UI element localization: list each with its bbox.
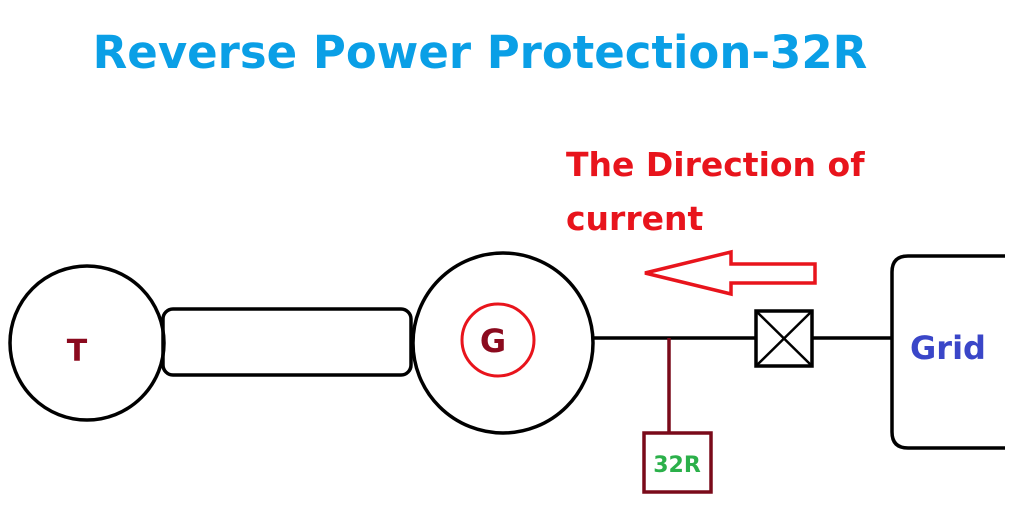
circuit-breaker bbox=[754, 309, 814, 368]
grid-outline bbox=[890, 254, 1005, 450]
generator: G bbox=[411, 251, 595, 435]
relay-box bbox=[642, 431, 713, 494]
generator-inner-ring bbox=[460, 302, 536, 378]
breaker-cross-line-2 bbox=[755, 310, 813, 367]
relay-label: 32R bbox=[653, 453, 701, 478]
grid-label: Grid bbox=[910, 329, 986, 367]
relay-32r: 32R bbox=[642, 431, 713, 494]
current-direction-arrow-icon bbox=[644, 249, 817, 297]
current-direction-label-line2: current bbox=[566, 199, 703, 238]
grid: Grid bbox=[890, 254, 1005, 450]
generator-circle bbox=[411, 251, 595, 435]
shaft bbox=[161, 307, 413, 377]
turbine: T bbox=[8, 264, 166, 422]
current-direction-label-line1: The Direction of bbox=[566, 145, 865, 184]
diagram-title: Reverse Power Protection-32R bbox=[93, 26, 868, 79]
turbine-label: T bbox=[67, 334, 88, 369]
generator-label: G bbox=[480, 322, 506, 360]
